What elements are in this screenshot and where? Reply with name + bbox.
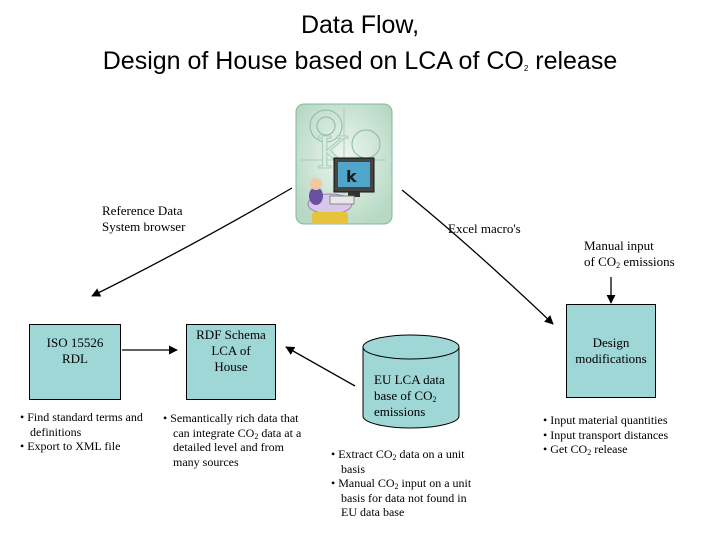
arrow-clipart-to-iso bbox=[91, 187, 293, 297]
node-eu-database bbox=[362, 334, 460, 429]
node-eu-database-label: EU LCA data base of CO2 emissions bbox=[374, 372, 445, 419]
node-rdf-schema bbox=[186, 324, 276, 400]
person-at-computer-clipart: K k bbox=[286, 100, 402, 238]
node-iso-rdl-label: ISO 15526 RDL bbox=[46, 335, 104, 366]
svg-text:k: k bbox=[346, 167, 357, 186]
bullets-design: • Input material quantities • Input tran… bbox=[543, 413, 669, 457]
node-design-label: Design modifications bbox=[575, 335, 647, 366]
bullets-rdf: • Semantically rich data that can integr… bbox=[163, 411, 302, 469]
label-reference-data: Reference Data System browser bbox=[102, 203, 186, 234]
label-excel-macros: Excel macro's bbox=[448, 221, 521, 236]
label-manual-input: Manual input of CO2 emissions bbox=[584, 238, 675, 270]
bullets-iso: • Find standard terms and definitions • … bbox=[20, 410, 143, 453]
node-design-modifications bbox=[566, 304, 656, 398]
arrow-eu-to-rdf bbox=[285, 346, 356, 387]
bullets-eu: • Extract CO2 data on a unit basis • Man… bbox=[331, 447, 472, 519]
title-line-1: Data Flow, bbox=[300, 11, 420, 39]
node-rdf-schema-label: RDF Schema LCA of House bbox=[196, 327, 266, 374]
arrow-clipart-to-design bbox=[401, 189, 554, 325]
node-iso-rdl bbox=[29, 324, 121, 400]
title-line-2: Design of House based on LCA of CO2 rele… bbox=[102, 47, 618, 75]
